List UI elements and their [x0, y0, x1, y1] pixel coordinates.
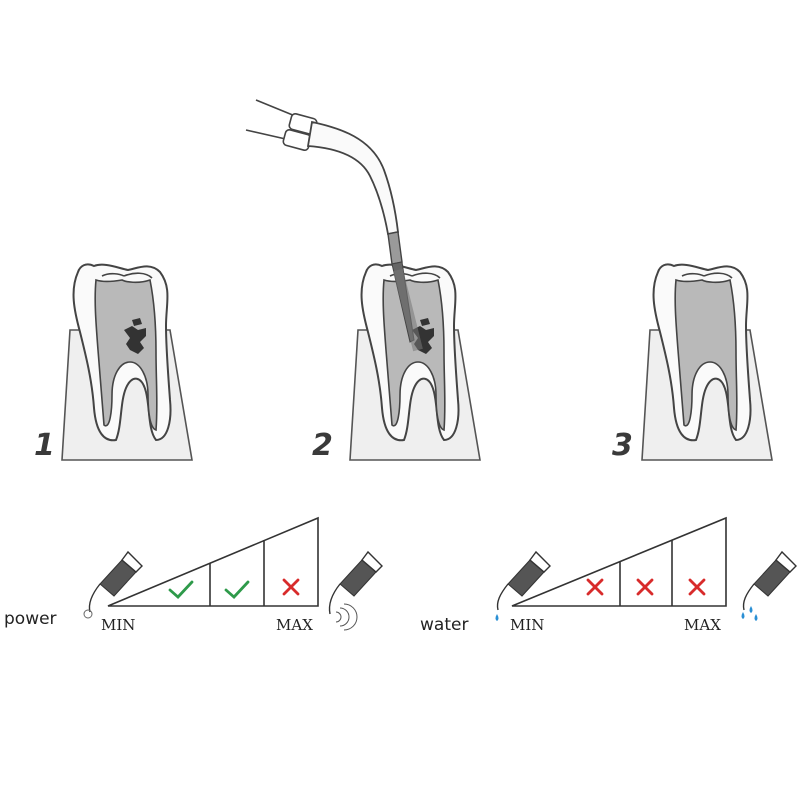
water-scale: water MIN MAX — [420, 516, 797, 635]
power-min-label: MIN — [101, 616, 135, 634]
cleaned-canal-track — [393, 268, 423, 352]
check-icon — [224, 580, 250, 599]
low-power-handpiece-icon — [83, 550, 143, 619]
water-drop-icon — [749, 606, 753, 613]
step-2-number: 2 — [312, 428, 333, 463]
high-power-handpiece-icon — [328, 550, 383, 631]
power-label: power — [4, 609, 57, 629]
cross-icon — [282, 578, 300, 596]
water-min-label: MIN — [510, 616, 544, 634]
high-water-handpiece-icon — [741, 550, 797, 621]
cross-icon — [586, 578, 604, 596]
power-scale: power MIN MAX — [4, 516, 383, 634]
step-1-tooth — [61, 263, 193, 461]
step-1-number: 1 — [34, 428, 55, 463]
low-water-handpiece-icon — [495, 550, 551, 621]
step-2-tooth — [349, 263, 481, 461]
water-drop-icon — [495, 614, 499, 621]
water-max-label: MAX — [684, 616, 721, 634]
water-drop-icon — [741, 612, 745, 619]
step-3-tooth — [641, 263, 773, 461]
cross-icon — [688, 578, 706, 596]
cross-icon — [636, 578, 654, 596]
power-scale-triangle — [107, 516, 319, 607]
power-max-label: MAX — [276, 616, 313, 634]
water-drop-icon — [754, 614, 758, 621]
water-label: water — [420, 615, 468, 635]
step-3-number: 3 — [612, 428, 633, 463]
check-icon — [168, 580, 194, 599]
